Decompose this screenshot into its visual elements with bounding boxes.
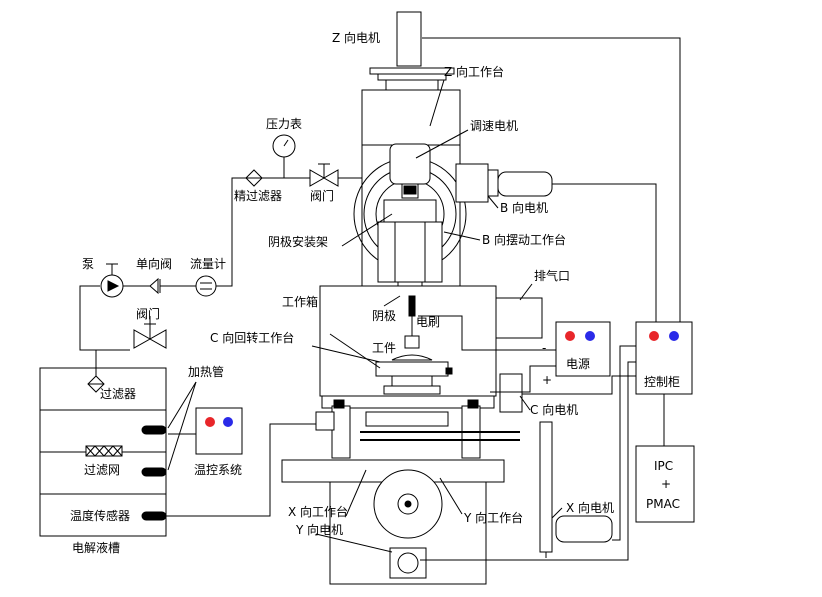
label-y-motor: Y 向电机 [295, 522, 343, 537]
control-cabinet-box [635, 321, 693, 395]
label-y-table: Y 向工作台 [463, 510, 523, 525]
b-motor [455, 163, 553, 203]
label-pressure-gauge: 压力表 [266, 117, 302, 131]
cathode [404, 295, 420, 349]
label-valve-top: 阀门 [310, 188, 334, 203]
indicator-red [205, 417, 215, 427]
pipe-network [79, 134, 362, 376]
label-control-cabinet: 控制柜 [644, 375, 680, 389]
label-check-valve: 单向阀 [136, 256, 172, 271]
power-supply-box [555, 321, 611, 377]
c-rotary-table [375, 354, 453, 395]
label-ipc-line2: + [661, 477, 671, 491]
label-work-box: 工作箱 [282, 294, 318, 309]
y-table [329, 469, 487, 585]
label-ipc-line1: IPC [654, 459, 673, 473]
label-filter-mesh: 过滤网 [84, 463, 120, 477]
label-z-table: Z 向工作台 [444, 64, 504, 79]
label-minus: - [542, 341, 546, 355]
electrolyte-tank [39, 367, 167, 537]
label-power-supply: 电源 [566, 357, 590, 371]
label-b-motor: B 向电机 [500, 200, 548, 215]
label-cathode: 阴极 [372, 309, 396, 323]
label-x-table: X 向工作台 [288, 504, 348, 519]
temp-control-box [195, 407, 243, 455]
label-plus: + [542, 373, 552, 387]
label-pump: 泵 [82, 257, 94, 271]
label-temp-control: 温控系统 [194, 463, 242, 477]
indicator-blue [223, 417, 233, 427]
label-electrolyte-tank: 电解液槽 [72, 540, 120, 555]
label-x-motor: X 向电机 [566, 500, 614, 515]
label-flowmeter: 流量计 [190, 257, 226, 271]
lower-carriage [315, 373, 523, 459]
z-motor [369, 11, 455, 90]
speed-motor [389, 143, 431, 199]
label-temp-sensor: 温度传感器 [70, 508, 130, 523]
label-valve-left: 阀门 [136, 306, 160, 321]
label-workpiece: 工件 [372, 341, 396, 355]
label-fine-filter: 精过滤器 [234, 189, 282, 203]
label-speed-motor: 调速电机 [470, 119, 518, 133]
label-filter: 过滤器 [100, 387, 136, 401]
label-exhaust: 排气口 [534, 268, 570, 283]
label-ipc-line3: PMAC [646, 497, 680, 511]
label-cathode-mount: 阴极安装架 [268, 234, 328, 249]
label-brush: 电刷 [416, 315, 440, 329]
label-b-swing-table: B 向摆动工作台 [482, 232, 566, 247]
label-heating-tube: 加热管 [188, 364, 224, 379]
x-motor [539, 421, 613, 558]
label-c-rotary-table: C 向回转工作台 [210, 330, 294, 345]
label-z-motor: Z 向电机 [332, 30, 380, 45]
ipc-box [635, 445, 695, 523]
leader-lines [311, 79, 563, 553]
label-c-motor: C 向电机 [530, 402, 578, 417]
